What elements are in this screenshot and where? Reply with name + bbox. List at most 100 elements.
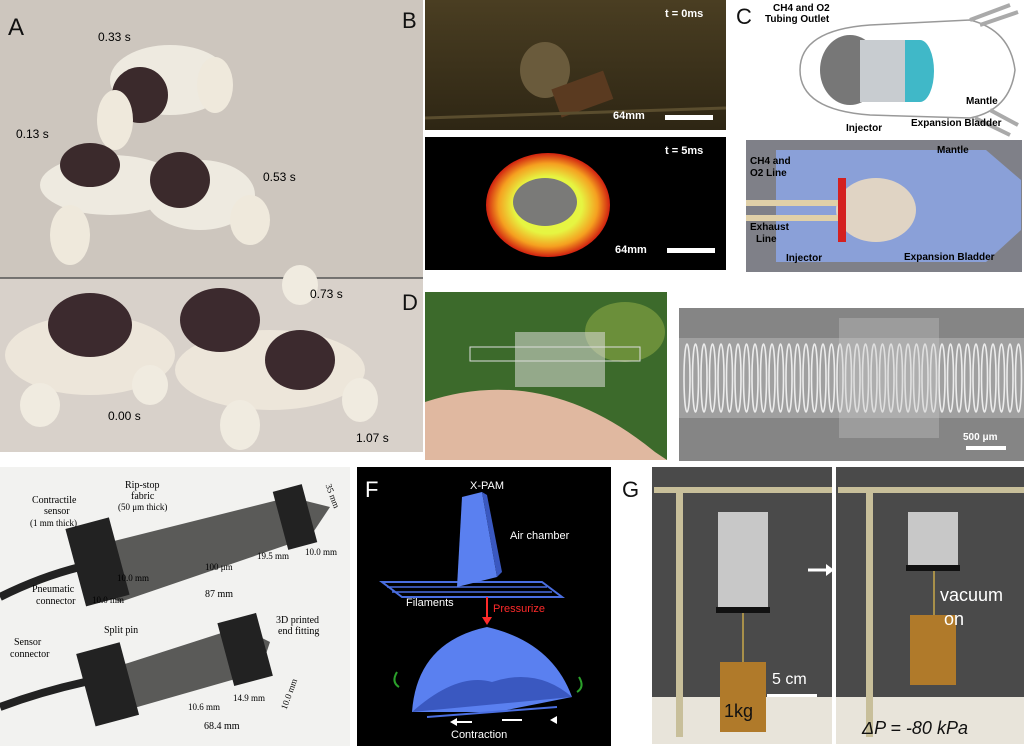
coil: [742, 343, 751, 413]
panel-f-letter: F: [365, 477, 379, 502]
sensor-label-1: Contractile: [32, 495, 77, 506]
filaments-label: Filaments: [406, 597, 454, 609]
time-label: 0.53 s: [263, 170, 296, 184]
coil: [895, 343, 904, 413]
air-chamber-label: Air chamber: [510, 530, 570, 542]
bladder-label-bottom: Expansion Bladder: [904, 252, 995, 263]
vacuum-label-1: vacuum: [940, 585, 1004, 605]
dim-684: 68.4 mm: [204, 721, 240, 732]
spring-coils: [683, 343, 1023, 413]
time-label: 0.73 s: [310, 287, 343, 301]
vacuum-photos: [652, 467, 1024, 744]
mantle-label-top: Mantle: [966, 96, 998, 107]
line-label-2: O2 Line: [750, 168, 787, 179]
dim-106: 10.6 mm: [188, 702, 221, 712]
frame-1-image: [425, 0, 726, 130]
panel-f: F X-PAM Air chamber Filaments Pressurize…: [357, 467, 611, 746]
panel-c-letter: C: [736, 4, 752, 29]
coil: [776, 343, 785, 413]
panel-e: Contractile sensor (1 mm thick) Rip-stop…: [0, 467, 350, 746]
coil: [989, 343, 997, 413]
coil: [751, 343, 759, 413]
robot-033: [97, 45, 233, 150]
coil: [997, 343, 1006, 413]
coil: [904, 343, 912, 413]
sensor-photos: [0, 484, 330, 727]
coil: [827, 343, 836, 413]
coil: [912, 343, 921, 413]
coil: [700, 343, 708, 413]
coil: [980, 343, 989, 413]
split-pin-label: Split pin: [104, 625, 139, 636]
mantle-label-bottom: Mantle: [937, 145, 969, 156]
coil: [1006, 343, 1014, 413]
panel-d-sem: 500 μm: [679, 308, 1024, 461]
coil: [810, 343, 819, 413]
frame-1-time: t = 0ms: [665, 8, 704, 20]
panel-a: A 0.33 s 0.13 s 0.53 s 0.73 s 0.00 s 1.0…: [0, 0, 423, 452]
coil: [921, 343, 929, 413]
panel-a-photo: [0, 0, 423, 452]
dim-10b: 10.0 mm: [92, 595, 125, 605]
panel-b-frame-2: t = 5ms 64mm: [425, 137, 726, 270]
coil: [929, 343, 938, 413]
time-label: 1.07 s: [356, 431, 389, 445]
frame-2-image: [486, 153, 715, 257]
frame-2-time: t = 5ms: [665, 145, 704, 157]
xpam-label: X-PAM: [470, 480, 505, 492]
coil: [759, 343, 768, 413]
coil: [946, 343, 955, 413]
robot-107: [175, 265, 378, 450]
coil: [878, 343, 887, 413]
outlet-label-1: CH4 and O2: [773, 3, 830, 14]
injector-label-bottom: Injector: [786, 253, 823, 264]
coil: [853, 343, 861, 413]
injector-photo: [746, 150, 1021, 262]
injector-label-top: Injector: [846, 123, 883, 134]
dim-195: 19.5 mm: [257, 551, 290, 561]
end-fitting-label-2: end fitting: [278, 626, 320, 637]
panel-g-letter: G: [622, 477, 640, 502]
contraction-label: Contraction: [451, 729, 508, 741]
sensor-label-2: sensor: [44, 506, 70, 517]
fabric-label-3: (50 μm thick): [118, 502, 168, 512]
time-label: 0.33 s: [98, 30, 131, 44]
time-label: 0.00 s: [108, 409, 141, 423]
panel-b-letter: B: [402, 8, 417, 33]
panel-b-frame-1: t = 0ms 64mm: [425, 0, 726, 130]
frame-2-scale: 64mm: [615, 244, 647, 256]
panel-c-bottom: CH4 and O2 Line Mantle Exhaust Line Inje…: [746, 140, 1022, 272]
exhaust-label-2: Line: [756, 234, 777, 245]
panel-d-photo: [425, 292, 667, 460]
xpam-diagram: [379, 492, 583, 726]
coil: [870, 343, 878, 413]
robot-053: [145, 152, 270, 245]
coil: [708, 343, 717, 413]
coil: [963, 343, 972, 413]
sensor-connector-label-1: Sensor: [14, 637, 42, 648]
coil: [972, 343, 980, 413]
dim-100um: 100 μm: [205, 562, 233, 572]
finger-spring-photo: [425, 292, 667, 460]
coil: [1014, 343, 1023, 413]
coil: [819, 343, 827, 413]
weight-label: 1kg: [724, 701, 754, 721]
bladder-label-top: Expansion Bladder: [911, 118, 1002, 129]
robot-000: [5, 293, 175, 427]
coil: [734, 343, 742, 413]
line-label-1: CH4 and: [750, 156, 791, 167]
coil: [938, 343, 946, 413]
dim-87: 87 mm: [205, 589, 234, 600]
fabric-label-2: fabric: [131, 491, 155, 502]
dim-149: 14.9 mm: [233, 693, 266, 703]
coil: [844, 343, 853, 413]
panel-d-letter: D: [402, 290, 418, 315]
coil: [691, 343, 700, 413]
vacuum-label-2: on: [944, 609, 965, 629]
panel-g: G 1kg 5 cm vacuum on ΔP = -80 kPa: [618, 467, 1024, 746]
coil: [861, 343, 870, 413]
exhaust-label-1: Exhaust: [750, 222, 789, 233]
panel-a-letter: A: [8, 14, 25, 41]
coil: [785, 343, 793, 413]
coil: [887, 343, 895, 413]
